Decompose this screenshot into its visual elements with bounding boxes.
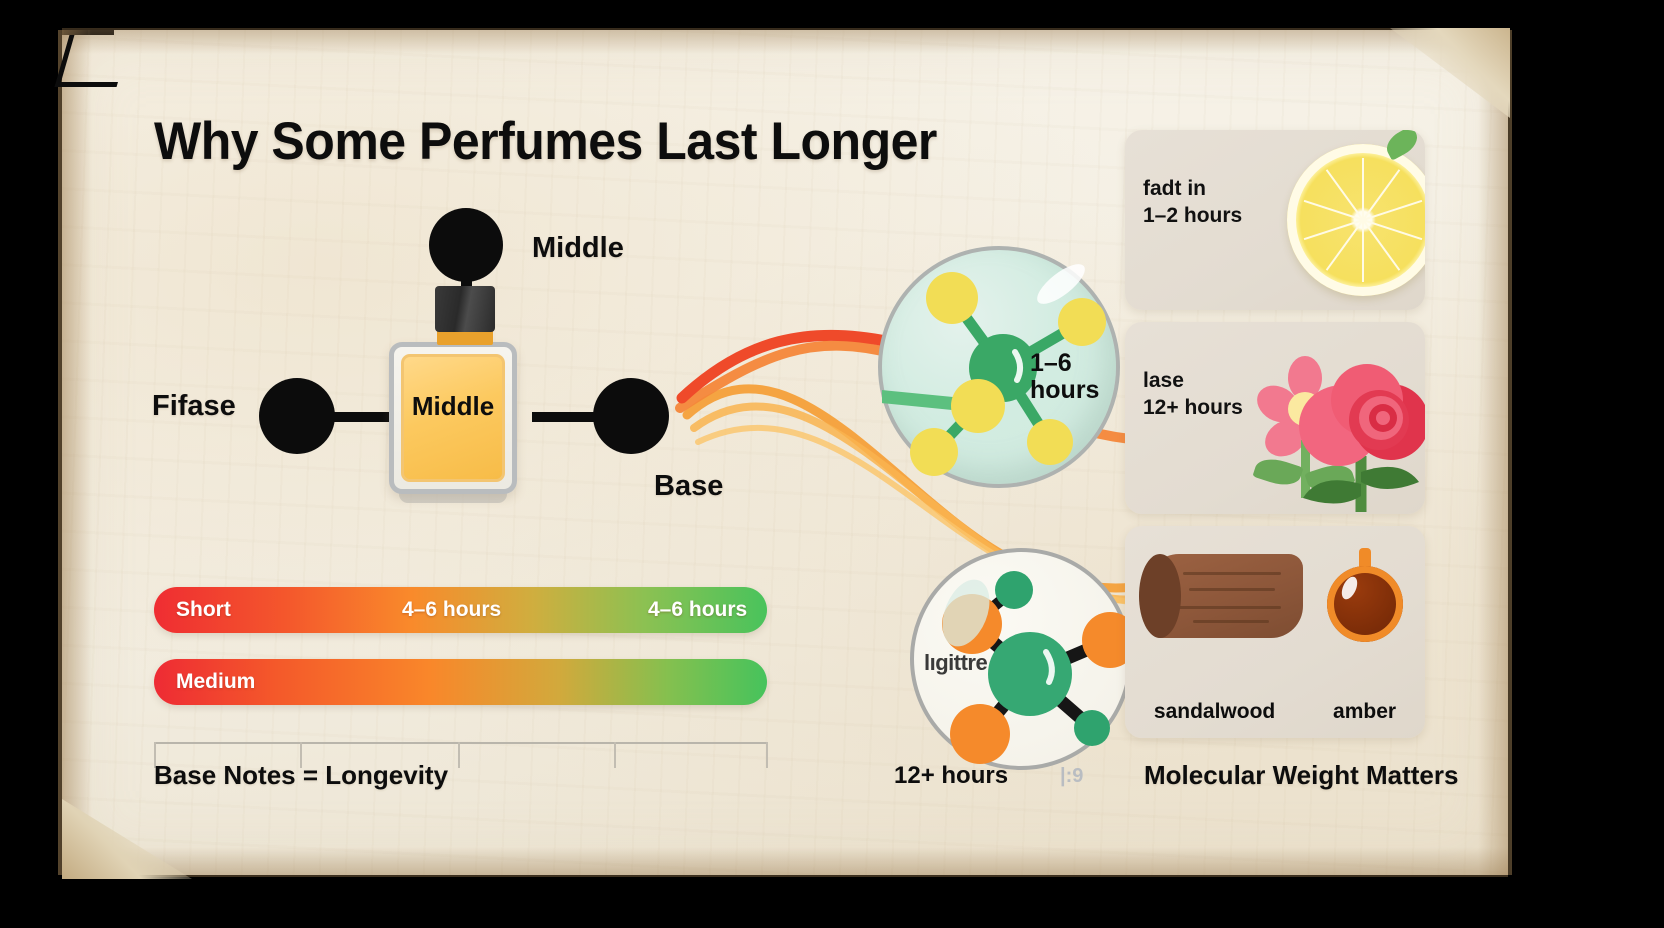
lemon-slice-icon — [1287, 144, 1425, 296]
caption-base-notes-longevity: Base Notes = Longevity — [154, 760, 449, 790]
card-materials-captions: sandalwood amber — [1125, 700, 1425, 724]
diagram-wire-left — [320, 412, 418, 422]
card-base-materials[interactable]: sandalwood amber — [1125, 526, 1425, 738]
card-fade-lemon[interactable]: fadt in 1–2 hours — [1125, 130, 1425, 310]
sheet-edge-right — [1478, 30, 1512, 875]
molecule-green-svg — [875, 272, 1106, 476]
diagram-label-middle: Middle — [532, 232, 624, 264]
axis-tick — [614, 742, 616, 768]
card-fade-line1: fadt in — [1143, 177, 1206, 200]
node-left[interactable] — [259, 378, 335, 454]
caption-amber: amber — [1333, 700, 1397, 723]
caption-center-glyph: |:9 — [1060, 765, 1084, 787]
bar-short-end-label: 4–6 hours — [648, 598, 748, 621]
bar-medium-label: Medium — [176, 670, 256, 693]
bubble-green-label-line2: hours — [1030, 376, 1100, 404]
bubble-green-label-line1: 1–6 — [1030, 349, 1072, 377]
sheet-edge-left — [58, 30, 92, 875]
diagram-label-base: Base — [654, 470, 724, 502]
corner-curl-bottom-left — [62, 799, 192, 879]
sheet-edge-top — [62, 28, 1508, 54]
bottle-cap — [435, 286, 495, 332]
card-last-text: lase 12+ hours — [1143, 368, 1243, 422]
card-last-line2: 12+ hours — [1143, 395, 1243, 419]
molecule-bubble-green — [875, 246, 1120, 488]
corner-curl-top-right — [1390, 28, 1510, 118]
card-fade-line2: 1–2 hours — [1143, 203, 1243, 227]
sandalwood-log-end — [1139, 554, 1181, 638]
amber-icon — [1327, 548, 1403, 642]
leader-line-base — [54, 35, 132, 87]
axis-tick — [458, 742, 460, 768]
bottle-liquid — [401, 354, 505, 482]
bar-medium[interactable]: Medium — [154, 659, 767, 705]
axis-tick — [154, 742, 156, 768]
caption-twelve-plus-hours: 12+ hours — [894, 762, 1009, 789]
molecule-bubble-white — [910, 548, 1138, 770]
axis-rule — [154, 742, 767, 744]
caption-molecular-weight: Molecular Weight Matters — [1144, 760, 1459, 790]
amber-ball — [1327, 566, 1403, 642]
rose-icon — [1295, 344, 1425, 512]
page-title: Why Some Perfumes Last Longer — [154, 111, 937, 171]
bubble-white-label: lıgittre — [924, 650, 988, 675]
node-middle-top[interactable] — [429, 208, 503, 282]
axis-tick — [300, 742, 302, 768]
parchment-sheet: Why Some Perfumes Last Longer Middle Mid… — [54, 28, 1512, 879]
diagram-wire-right — [532, 412, 624, 422]
bar-short-mid-label: 4–6 hours — [402, 598, 502, 621]
caption-sandalwood: sandalwood — [1153, 700, 1276, 723]
bar-short-label: Short — [176, 598, 231, 621]
bottle-label-text: Middle — [411, 391, 495, 421]
card-last-line1: lase — [1143, 369, 1184, 392]
sheet-edge-bottom — [62, 847, 1508, 877]
card-last-floral[interactable]: lase 12+ hours — [1125, 322, 1425, 514]
bar-short[interactable]: Short 4–6 hours 4–6 hours — [154, 587, 767, 633]
diagram-label-left: Fifase — [152, 390, 236, 422]
node-base[interactable] — [593, 378, 669, 454]
card-fade-text: fadt in 1–2 hours — [1143, 176, 1242, 230]
bubble-green-label: 1–6 hours — [1030, 350, 1116, 404]
axis-tick — [766, 742, 768, 768]
